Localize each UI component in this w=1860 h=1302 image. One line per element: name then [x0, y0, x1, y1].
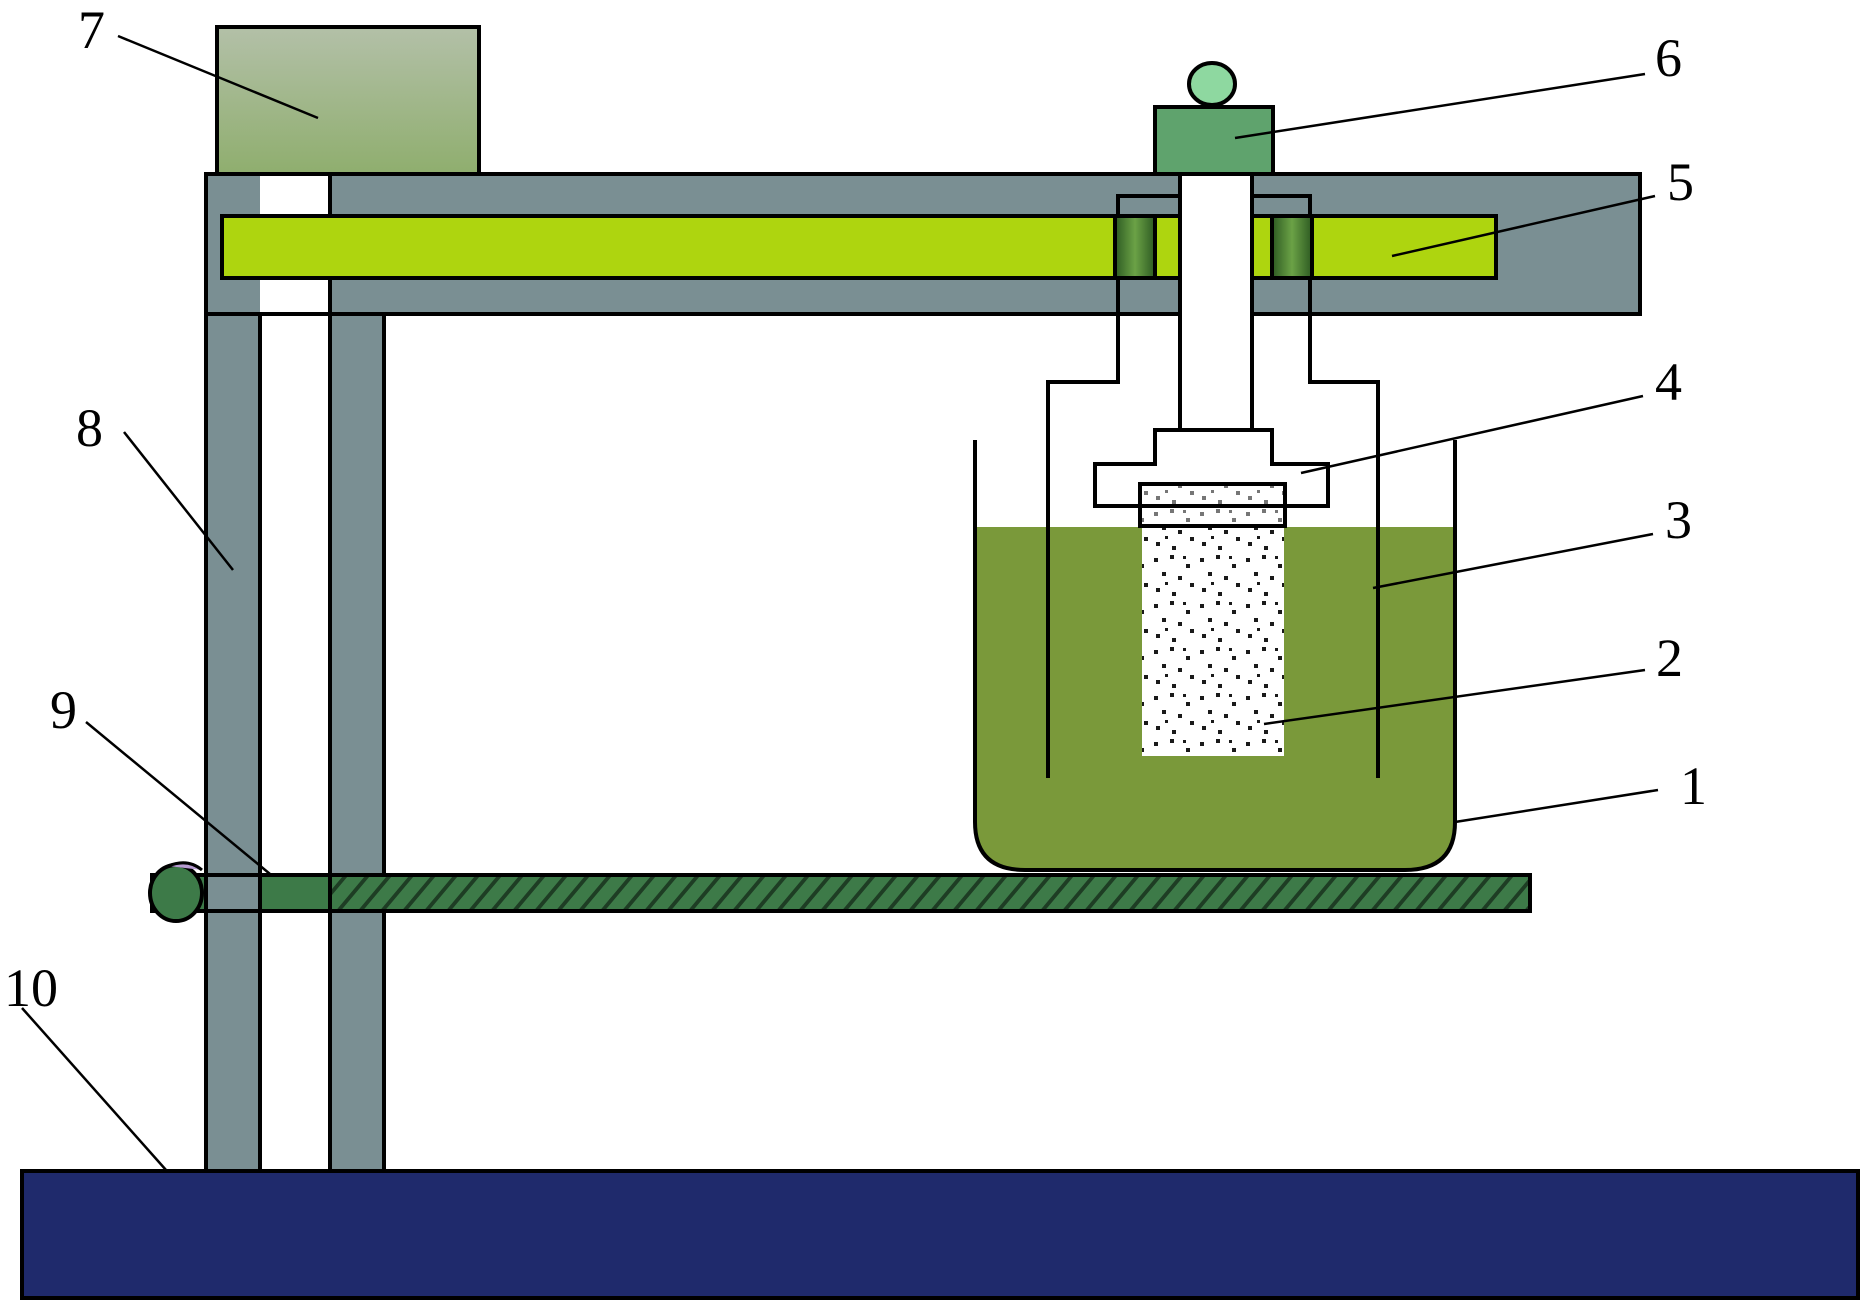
leader-9: [85, 721, 271, 875]
label-6: 6: [1655, 28, 1682, 88]
leader-6: [1234, 72, 1646, 140]
motor-box: [215, 25, 481, 176]
leader-3: [1372, 532, 1654, 590]
stand-column-left: [204, 172, 262, 1173]
shelf-end-knob: [167, 861, 203, 872]
beaker: [973, 440, 1457, 872]
leader-7: [117, 34, 319, 120]
label-3: 3: [1665, 490, 1692, 550]
label-10: 10: [4, 958, 58, 1018]
sample: [1142, 486, 1284, 756]
knob: [1187, 61, 1237, 107]
label-7: 7: [78, 0, 105, 60]
clamp-block-left: [1113, 214, 1157, 280]
label-4: 4: [1655, 352, 1682, 412]
leader-4: [1300, 394, 1644, 475]
knob-block: [1153, 105, 1275, 176]
base-plate: [20, 1169, 1860, 1300]
leader-1: [1454, 788, 1659, 824]
beam-opening-left: [260, 176, 330, 216]
beam-opening-right: [260, 278, 330, 312]
stand-column-right: [328, 172, 386, 1173]
shelf-end-cap: [148, 863, 204, 923]
label-8: 8: [76, 398, 103, 458]
leader-8: [123, 431, 234, 571]
label-1: 1: [1680, 756, 1707, 816]
support-shelf: [150, 873, 1532, 913]
leader-10: [21, 1007, 167, 1171]
shaft-window-top: [1182, 176, 1250, 214]
column-over-shelf-left: [208, 877, 258, 909]
label-2: 2: [1656, 628, 1683, 688]
shaft-window-bottom: [1182, 280, 1250, 314]
label-5: 5: [1667, 152, 1694, 212]
leader-5: [1391, 194, 1656, 258]
leader-2: [1263, 668, 1646, 726]
label-9: 9: [50, 680, 77, 740]
clamp-block-right: [1270, 214, 1314, 280]
